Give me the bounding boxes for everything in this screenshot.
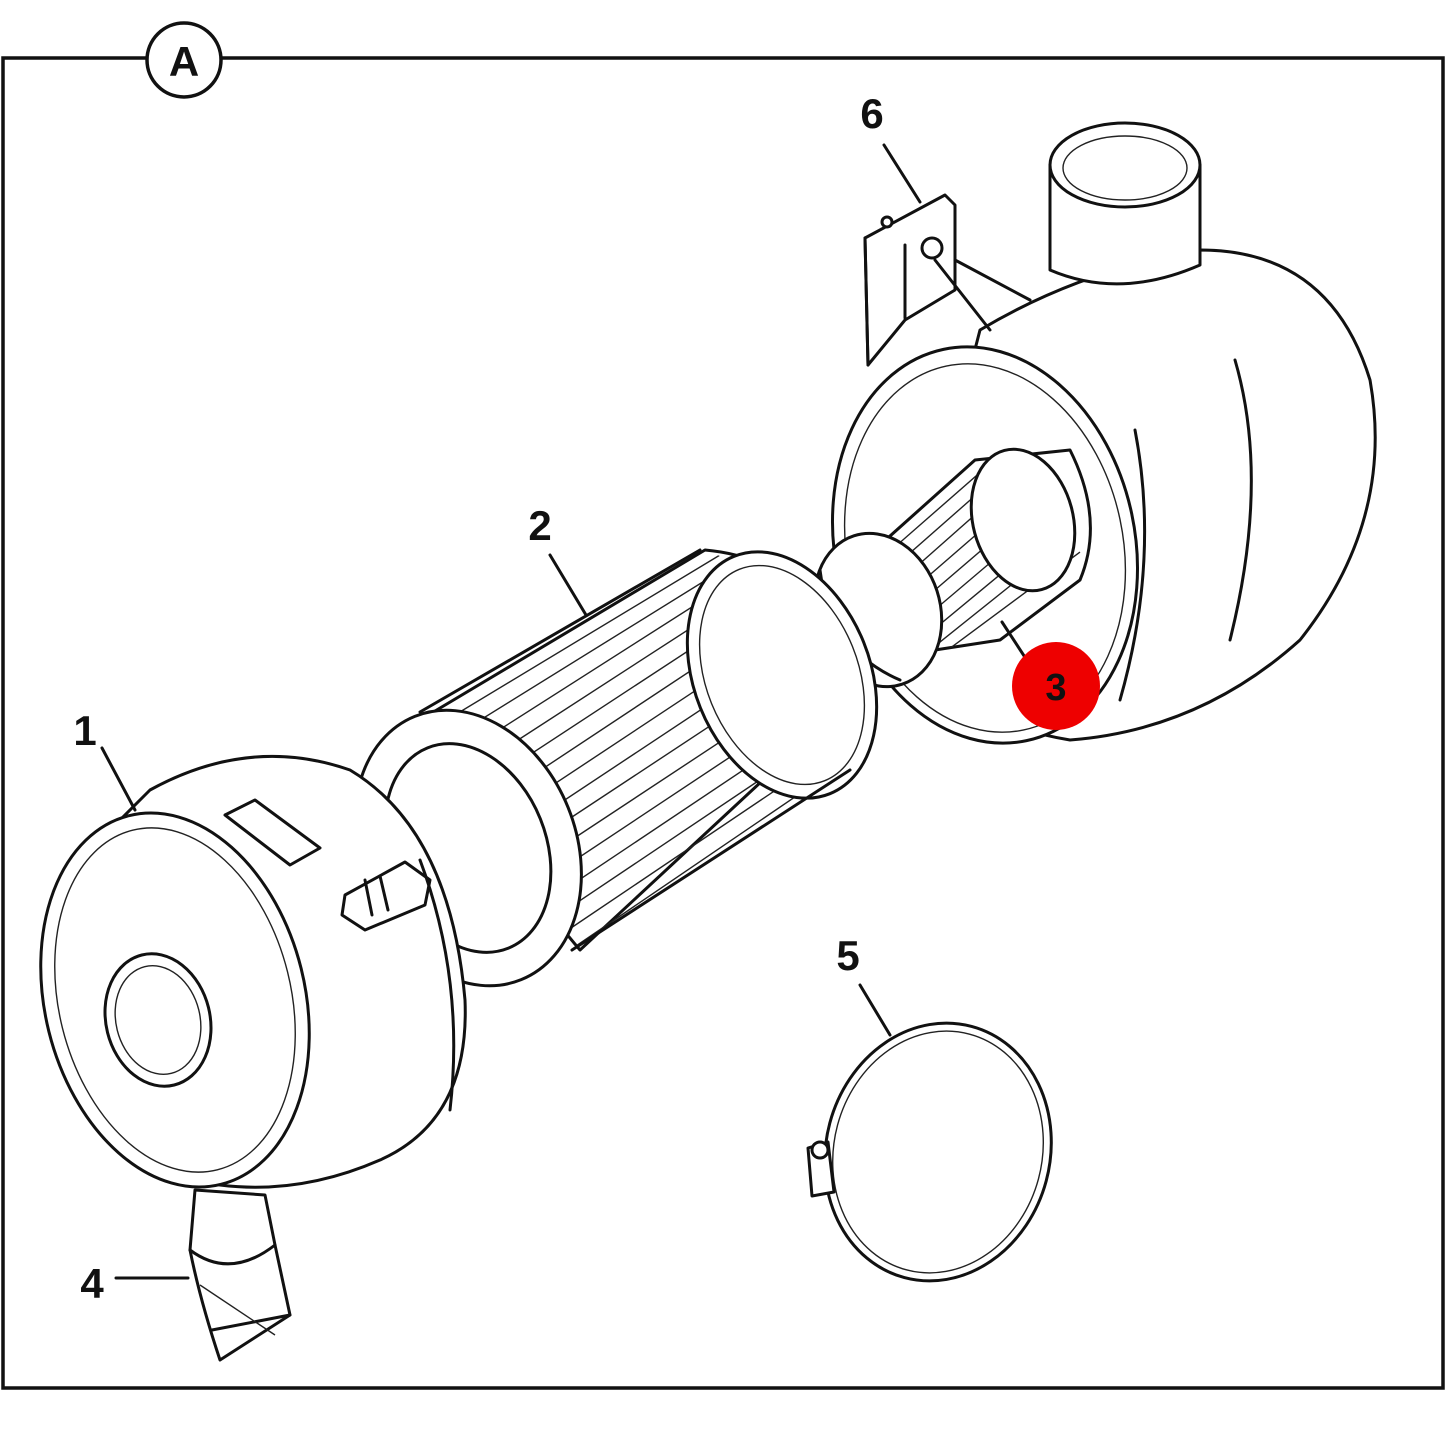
- view-label: A: [145, 21, 223, 99]
- leader-1: [100, 746, 137, 812]
- highlight-marker[interactable]: [1012, 642, 1100, 730]
- leader-2: [548, 553, 588, 617]
- diagram-frame: [1, 56, 1445, 1390]
- callout-1: 1: [73, 707, 96, 754]
- callout-2: 2: [528, 502, 551, 549]
- callout-5: 5: [836, 932, 859, 979]
- callout-3-highlight[interactable]: 3: [1012, 642, 1100, 730]
- callout-6: 6: [860, 90, 883, 137]
- part-3-inner-element: [812, 447, 1092, 689]
- part-5-hose-clamp: [806, 1021, 1053, 1283]
- callout-4: 4: [80, 1260, 104, 1307]
- view-label-text: A: [169, 38, 199, 85]
- leader-5: [858, 983, 892, 1037]
- callout-3: 3: [1045, 667, 1066, 709]
- part-1-end-cover: [39, 754, 467, 1362]
- leader-6: [882, 143, 922, 204]
